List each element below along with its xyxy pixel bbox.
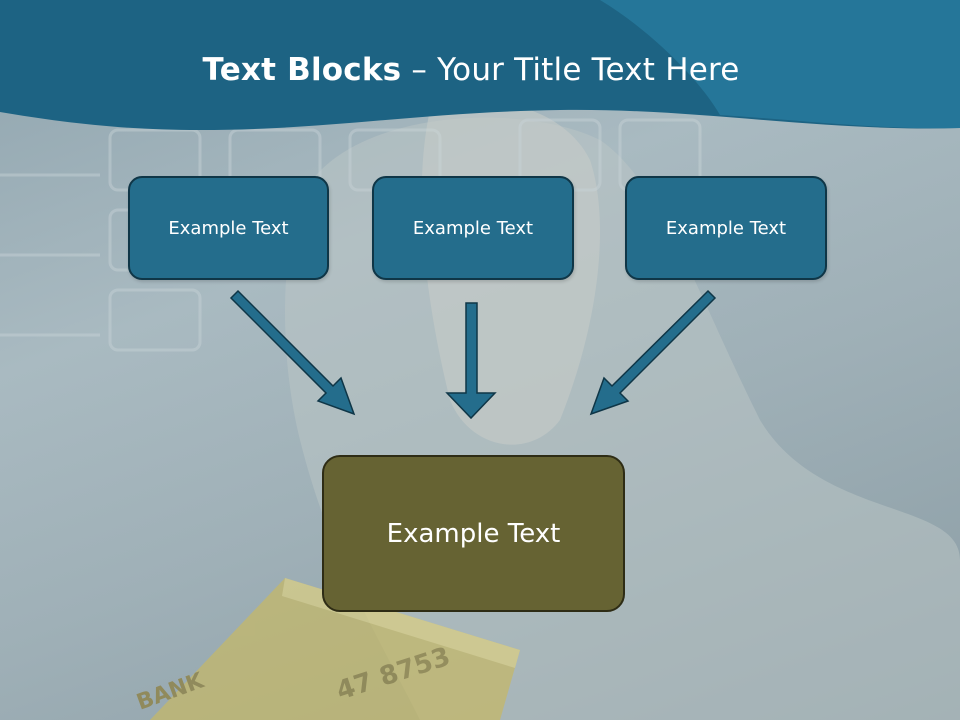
credit-card: 47 8753 BANK [134, 578, 520, 720]
title-bold: Text Blocks [202, 52, 402, 88]
text-block-main[interactable]: Example Text [322, 455, 625, 612]
title-rest: Your Title Text Here [437, 52, 740, 88]
text-block-left[interactable]: Example Text [128, 176, 329, 280]
title-dash: – [401, 52, 438, 88]
page-title: Text Blocks – Your Title Text Here [0, 52, 942, 88]
text-block-right[interactable]: Example Text [625, 176, 827, 280]
text-block-center[interactable]: Example Text [372, 176, 574, 280]
header-band-highlight [600, 0, 960, 129]
